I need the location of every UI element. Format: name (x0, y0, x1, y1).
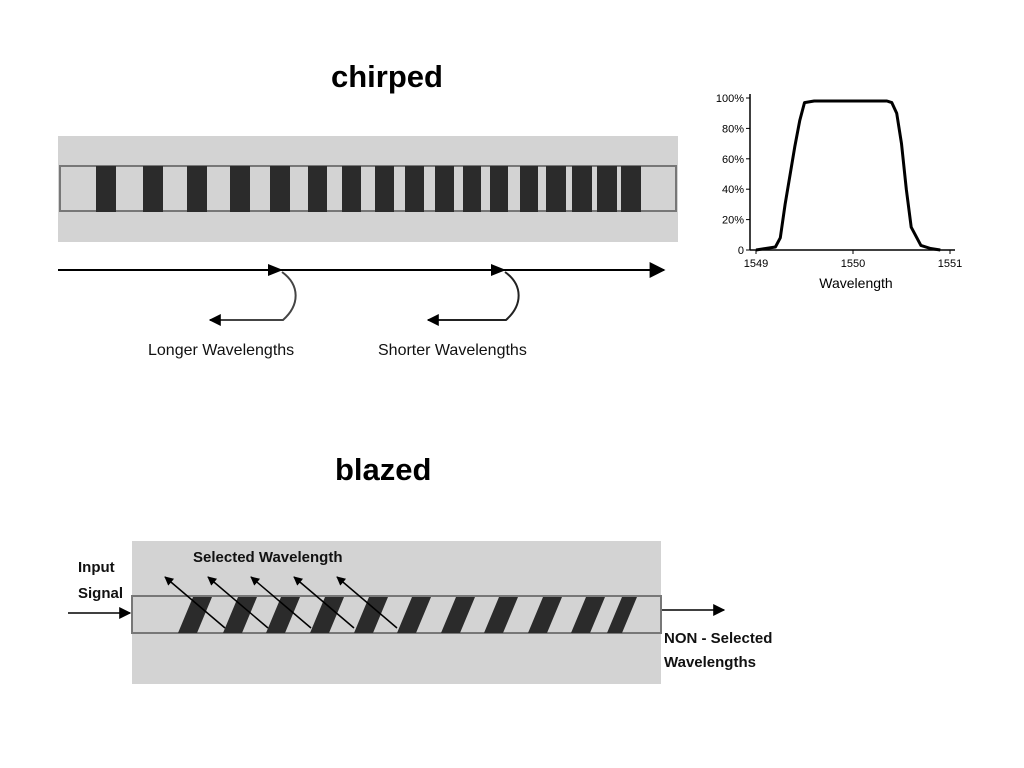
y-tick-label: 20% (722, 215, 744, 227)
grating-bar (463, 166, 481, 212)
x-tick-label: 1549 (744, 258, 768, 270)
y-tick-label: 0 (738, 245, 744, 257)
grating-bar (375, 166, 394, 212)
grating-bar (621, 166, 641, 212)
grating-bar (435, 166, 454, 212)
grating-bar (143, 166, 163, 212)
blazed-title: blazed (335, 452, 432, 487)
input-label-line2: Signal (78, 585, 123, 602)
selected-wavelength-label: Selected Wavelength (193, 549, 343, 566)
x-tick-label: 1550 (841, 258, 865, 270)
blazed-bar (607, 597, 637, 633)
longer-reflection-curve (208, 271, 297, 326)
grating-bar (230, 166, 250, 212)
grating-bar (597, 166, 617, 212)
chirped-grating (58, 136, 678, 242)
blazed-bar (528, 597, 562, 633)
grating-bar (520, 166, 538, 212)
radiated-arrow (207, 576, 269, 629)
y-tick-label: 80% (722, 123, 744, 135)
grating-bar (405, 166, 424, 212)
blazed-bar (397, 597, 431, 633)
grating-bar (187, 166, 207, 212)
selected-wavelength-arrows (164, 576, 398, 629)
radiated-arrow (293, 576, 355, 629)
grating-bar (546, 166, 566, 212)
shorter-wavelengths-label: Shorter Wavelengths (378, 342, 527, 359)
shorter-reflection-curve (426, 271, 520, 326)
longer-wavelengths-label: Longer Wavelengths (148, 342, 294, 359)
blazed-bar (441, 597, 475, 633)
radiated-arrow (250, 576, 312, 629)
series-line (755, 99, 941, 252)
reflectivity-chart: 0 20% 40% 60% 80% 100% 1549 1550 1551 Wavelengt… (716, 93, 962, 291)
non-selected-line1: NON - Selected (664, 630, 772, 647)
input-label-line1: Input (78, 559, 115, 576)
mid-arrow-left (268, 264, 283, 276)
grating-bar (270, 166, 290, 212)
blazed-grating-bars (178, 597, 637, 633)
blazed-bar (266, 597, 300, 633)
y-tick-label: 40% (722, 184, 744, 196)
blazed-bar (310, 597, 344, 633)
radiated-arrow (336, 576, 398, 629)
grating-bar (342, 166, 361, 212)
chirped-grating-bars (96, 166, 641, 212)
y-tick-label: 100% (716, 93, 744, 105)
grating-bar (572, 166, 592, 212)
blazed-bar (571, 597, 605, 633)
chirped-title: chirped (331, 59, 443, 94)
blazed-bar (484, 597, 518, 633)
x-axis-title: Wavelength (819, 275, 892, 291)
blazed-grating (131, 541, 662, 684)
radiated-arrow (164, 576, 226, 629)
x-tick-label: 1551 (938, 258, 962, 270)
blazed-bar (223, 597, 257, 633)
grating-bar (308, 166, 327, 212)
blazed-bar (178, 597, 212, 633)
blazed-bar (354, 597, 388, 633)
y-tick-label: 60% (722, 154, 744, 166)
grating-bar (96, 166, 116, 212)
mid-arrow-right (491, 264, 506, 276)
grating-bar (490, 166, 508, 212)
non-selected-line2: Wavelengths (664, 654, 756, 671)
